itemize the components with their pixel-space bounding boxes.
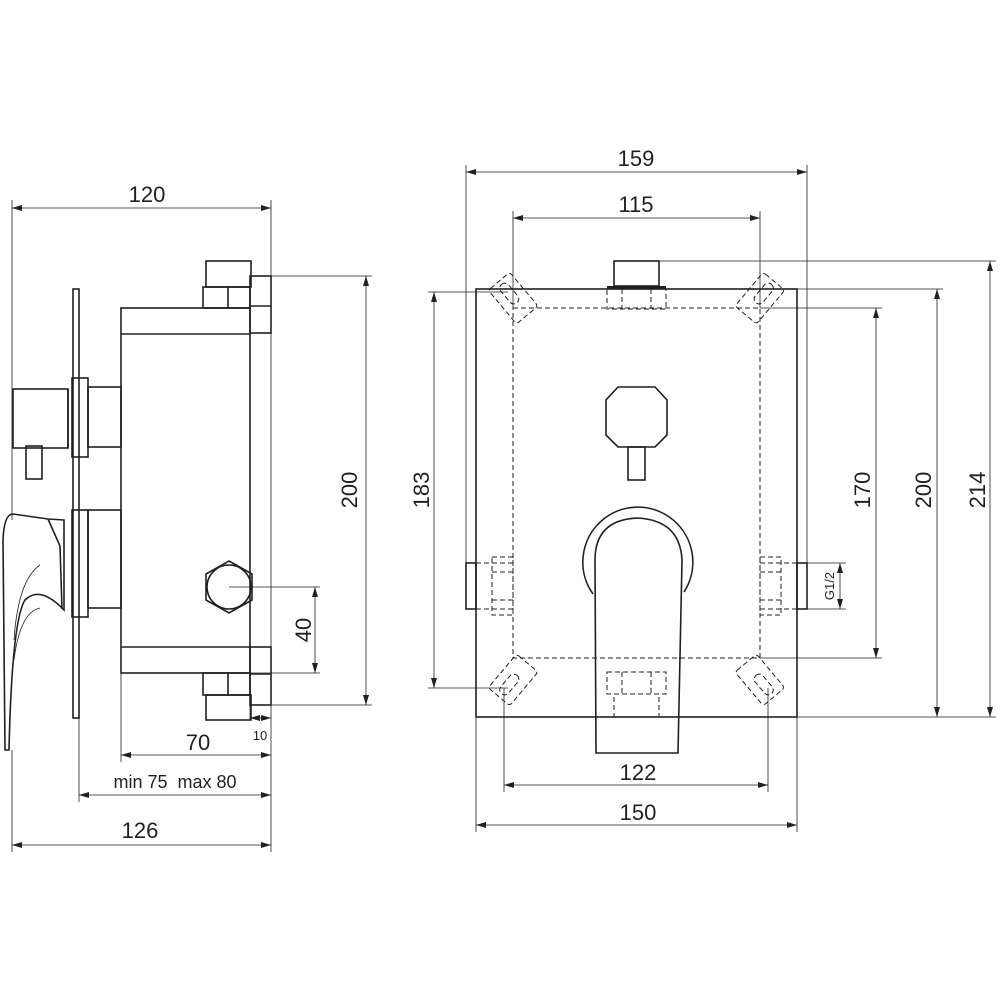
dim-min-max-label: min 75 max 80 xyxy=(113,772,236,792)
dim-214-label: 214 xyxy=(965,472,990,509)
dim-200-front-label: 200 xyxy=(911,472,936,509)
dim-40-label: 40 xyxy=(291,618,316,642)
front-view: 159 115 183 170 200 214 G1/2 122 150 xyxy=(409,146,996,832)
front-dimensions xyxy=(428,165,996,832)
dim-200-side-label: 200 xyxy=(337,472,362,509)
front-bottom-fitting xyxy=(606,671,667,718)
front-diverter-knob xyxy=(605,386,668,481)
dim-70-label: 70 xyxy=(186,730,210,755)
cover-plate xyxy=(72,288,80,719)
front-lever-handle xyxy=(582,506,694,754)
mounting-plate xyxy=(475,288,798,718)
lever-handle xyxy=(2,509,122,751)
mixer-body xyxy=(120,307,251,674)
dim-159-label: 159 xyxy=(618,146,655,171)
dim-150-label: 150 xyxy=(620,800,657,825)
top-fitting xyxy=(202,260,272,334)
mounting-holes xyxy=(489,273,784,705)
thread-label: G1/2 xyxy=(822,572,837,600)
dim-126-label: 126 xyxy=(122,818,159,843)
front-top-fitting xyxy=(606,260,667,310)
side-dimensions xyxy=(11,200,372,852)
side-view: 120 200 40 10 70 min 75 max 80 126 xyxy=(2,182,372,852)
bottom-fitting xyxy=(202,646,272,721)
dim-10-label: 10 xyxy=(253,728,267,743)
dim-122-label: 122 xyxy=(620,760,657,785)
dim-120-label: 120 xyxy=(129,182,166,207)
diverter-knob xyxy=(12,377,122,480)
dim-183-label: 183 xyxy=(409,472,434,509)
hidden-body-outline xyxy=(512,307,761,659)
side-inlets xyxy=(465,556,808,616)
dim-170-label: 170 xyxy=(850,472,875,509)
dim-115-label: 115 xyxy=(618,192,653,217)
